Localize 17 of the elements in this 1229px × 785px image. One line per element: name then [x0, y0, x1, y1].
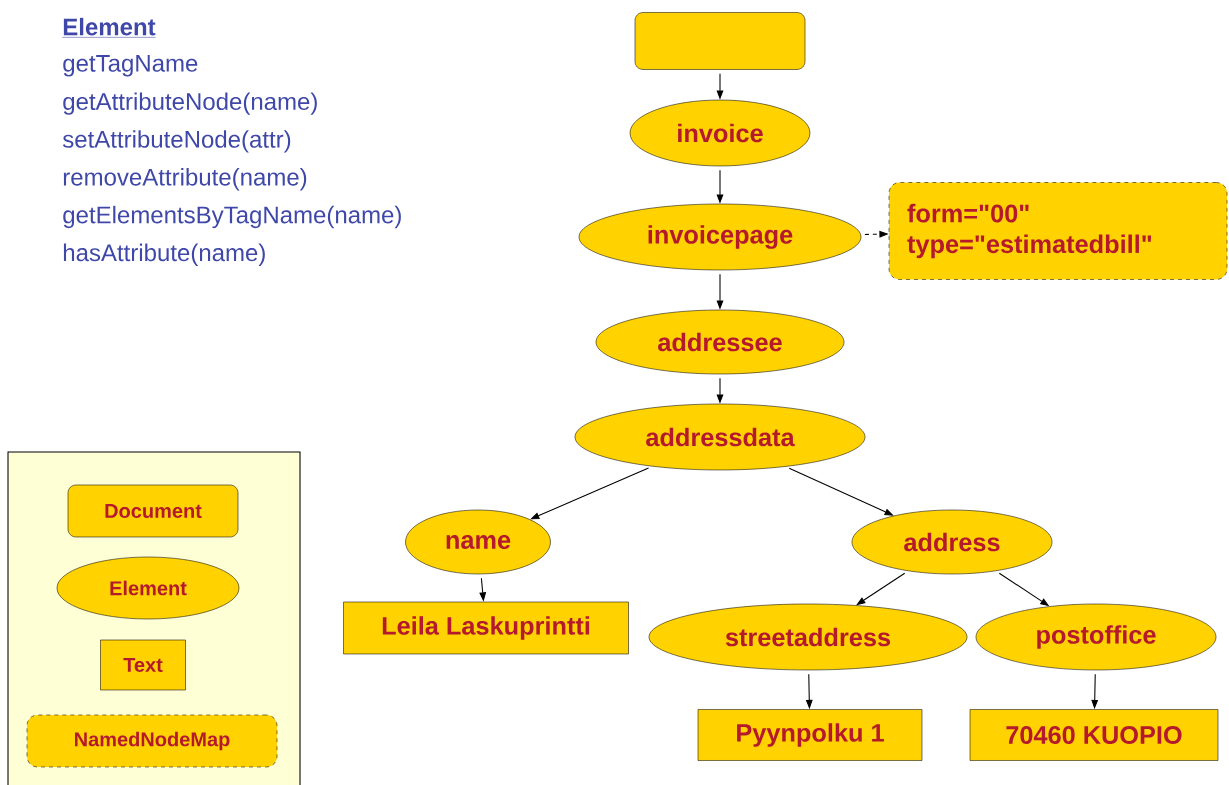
legend-key: Element [56, 556, 240, 620]
attribute-box: form="00" type="estimatedbill" [888, 182, 1228, 280]
arrow [530, 467, 650, 520]
heading: Element [62, 17, 156, 38]
method-name: hasAttribute(name) [63, 243, 265, 266]
method-name: setAttributeNode(attr) [62, 130, 291, 153]
legend-key: Document [67, 484, 239, 538]
text-box: Pyynpolku 1 [697, 709, 923, 761]
document-box [634, 12, 806, 70]
method-name: removeAttribute(name) [63, 168, 307, 191]
method-name: getAttributeNode(name) [63, 92, 317, 115]
text-box: 70460 KUOPIO [969, 709, 1219, 761]
legend-key: NamedNodeMap [26, 714, 278, 768]
legend-key: Text [100, 639, 186, 691]
method-name: getTagName [63, 55, 198, 77]
method-name: getElementsByTagName(name) [63, 205, 401, 229]
text-box: Leila Laskuprintti [343, 601, 629, 655]
